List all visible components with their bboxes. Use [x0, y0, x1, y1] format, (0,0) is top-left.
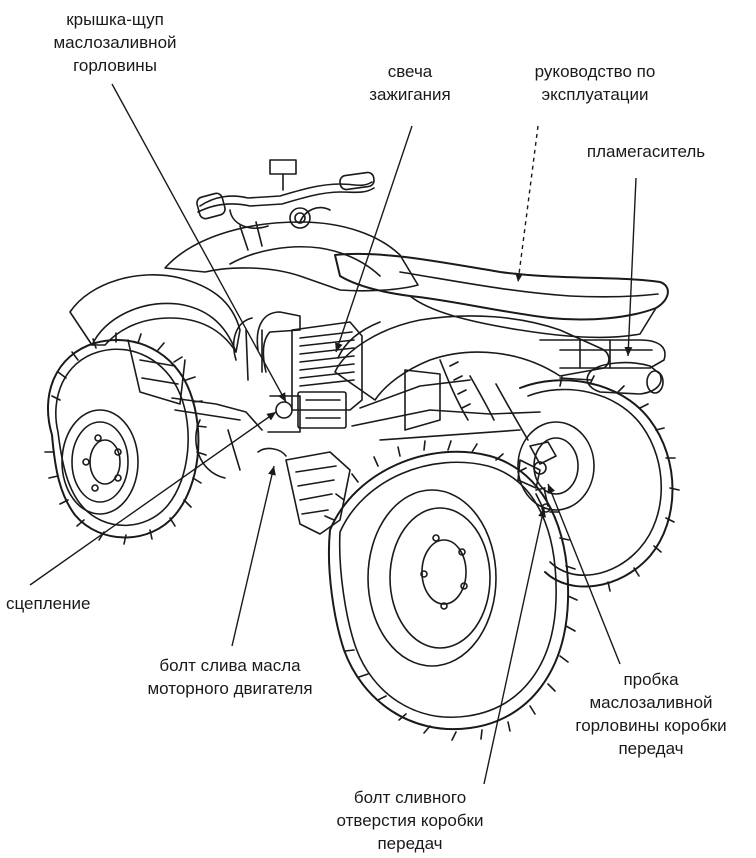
label-line: горловины — [20, 54, 210, 77]
frame — [172, 360, 540, 440]
label-line: сцепление — [6, 592, 146, 615]
front-fender — [70, 275, 240, 404]
label-spark-plug: свеча зажигания — [350, 60, 470, 106]
label-line: болт слива масла — [130, 654, 330, 677]
label-line: болт сливного — [320, 786, 500, 809]
rear-fender — [335, 316, 609, 400]
label-line: маслозаливной — [556, 691, 746, 714]
front-left-wheel — [45, 333, 206, 544]
handlebar — [196, 160, 375, 250]
label-line: пробка — [556, 668, 746, 691]
label-clutch: сцепление — [6, 592, 146, 615]
label-line: передач — [320, 832, 500, 855]
label-line: пламегаситель — [556, 140, 736, 163]
label-line: руководство по — [500, 60, 690, 83]
label-line: отверстия коробки — [320, 809, 500, 832]
label-gearbox-filler-plug: пробка маслозаливной горловины коробки п… — [556, 668, 746, 760]
rear-left-wheel — [325, 441, 577, 740]
label-gearbox-drain-bolt: болт сливного отверстия коробки передач — [320, 786, 500, 855]
leader-gearbox-filler — [548, 484, 620, 664]
seat — [335, 254, 668, 338]
label-line: маслозаливной — [20, 31, 210, 54]
leader-engine-drain — [232, 466, 274, 646]
label-line: моторного двигателя — [130, 677, 330, 700]
leader-dipstick — [112, 84, 286, 402]
label-line: крышка-щуп — [20, 8, 210, 31]
rear-rack — [540, 340, 665, 368]
leader-spark-arrester — [628, 178, 636, 356]
label-filler-cap-dipstick: крышка-щуп маслозаливной горловины — [20, 8, 210, 77]
label-spark-arrester: пламегаситель — [556, 140, 736, 163]
footrest — [258, 449, 350, 534]
label-line: горловины коробки — [556, 714, 746, 737]
front-right-wheel — [196, 420, 240, 478]
label-owners-manual: руководство по эксплуатации — [500, 60, 690, 106]
label-line: эксплуатации — [500, 83, 690, 106]
leader-owners-manual — [518, 126, 538, 282]
label-line: свеча — [350, 60, 470, 83]
rear-right-wheel — [518, 376, 679, 591]
label-line: зажигания — [350, 83, 470, 106]
label-line: передач — [556, 737, 746, 760]
leader-spark-plug — [336, 126, 412, 352]
label-engine-oil-drain-bolt: болт слива масла моторного двигателя — [130, 654, 330, 700]
